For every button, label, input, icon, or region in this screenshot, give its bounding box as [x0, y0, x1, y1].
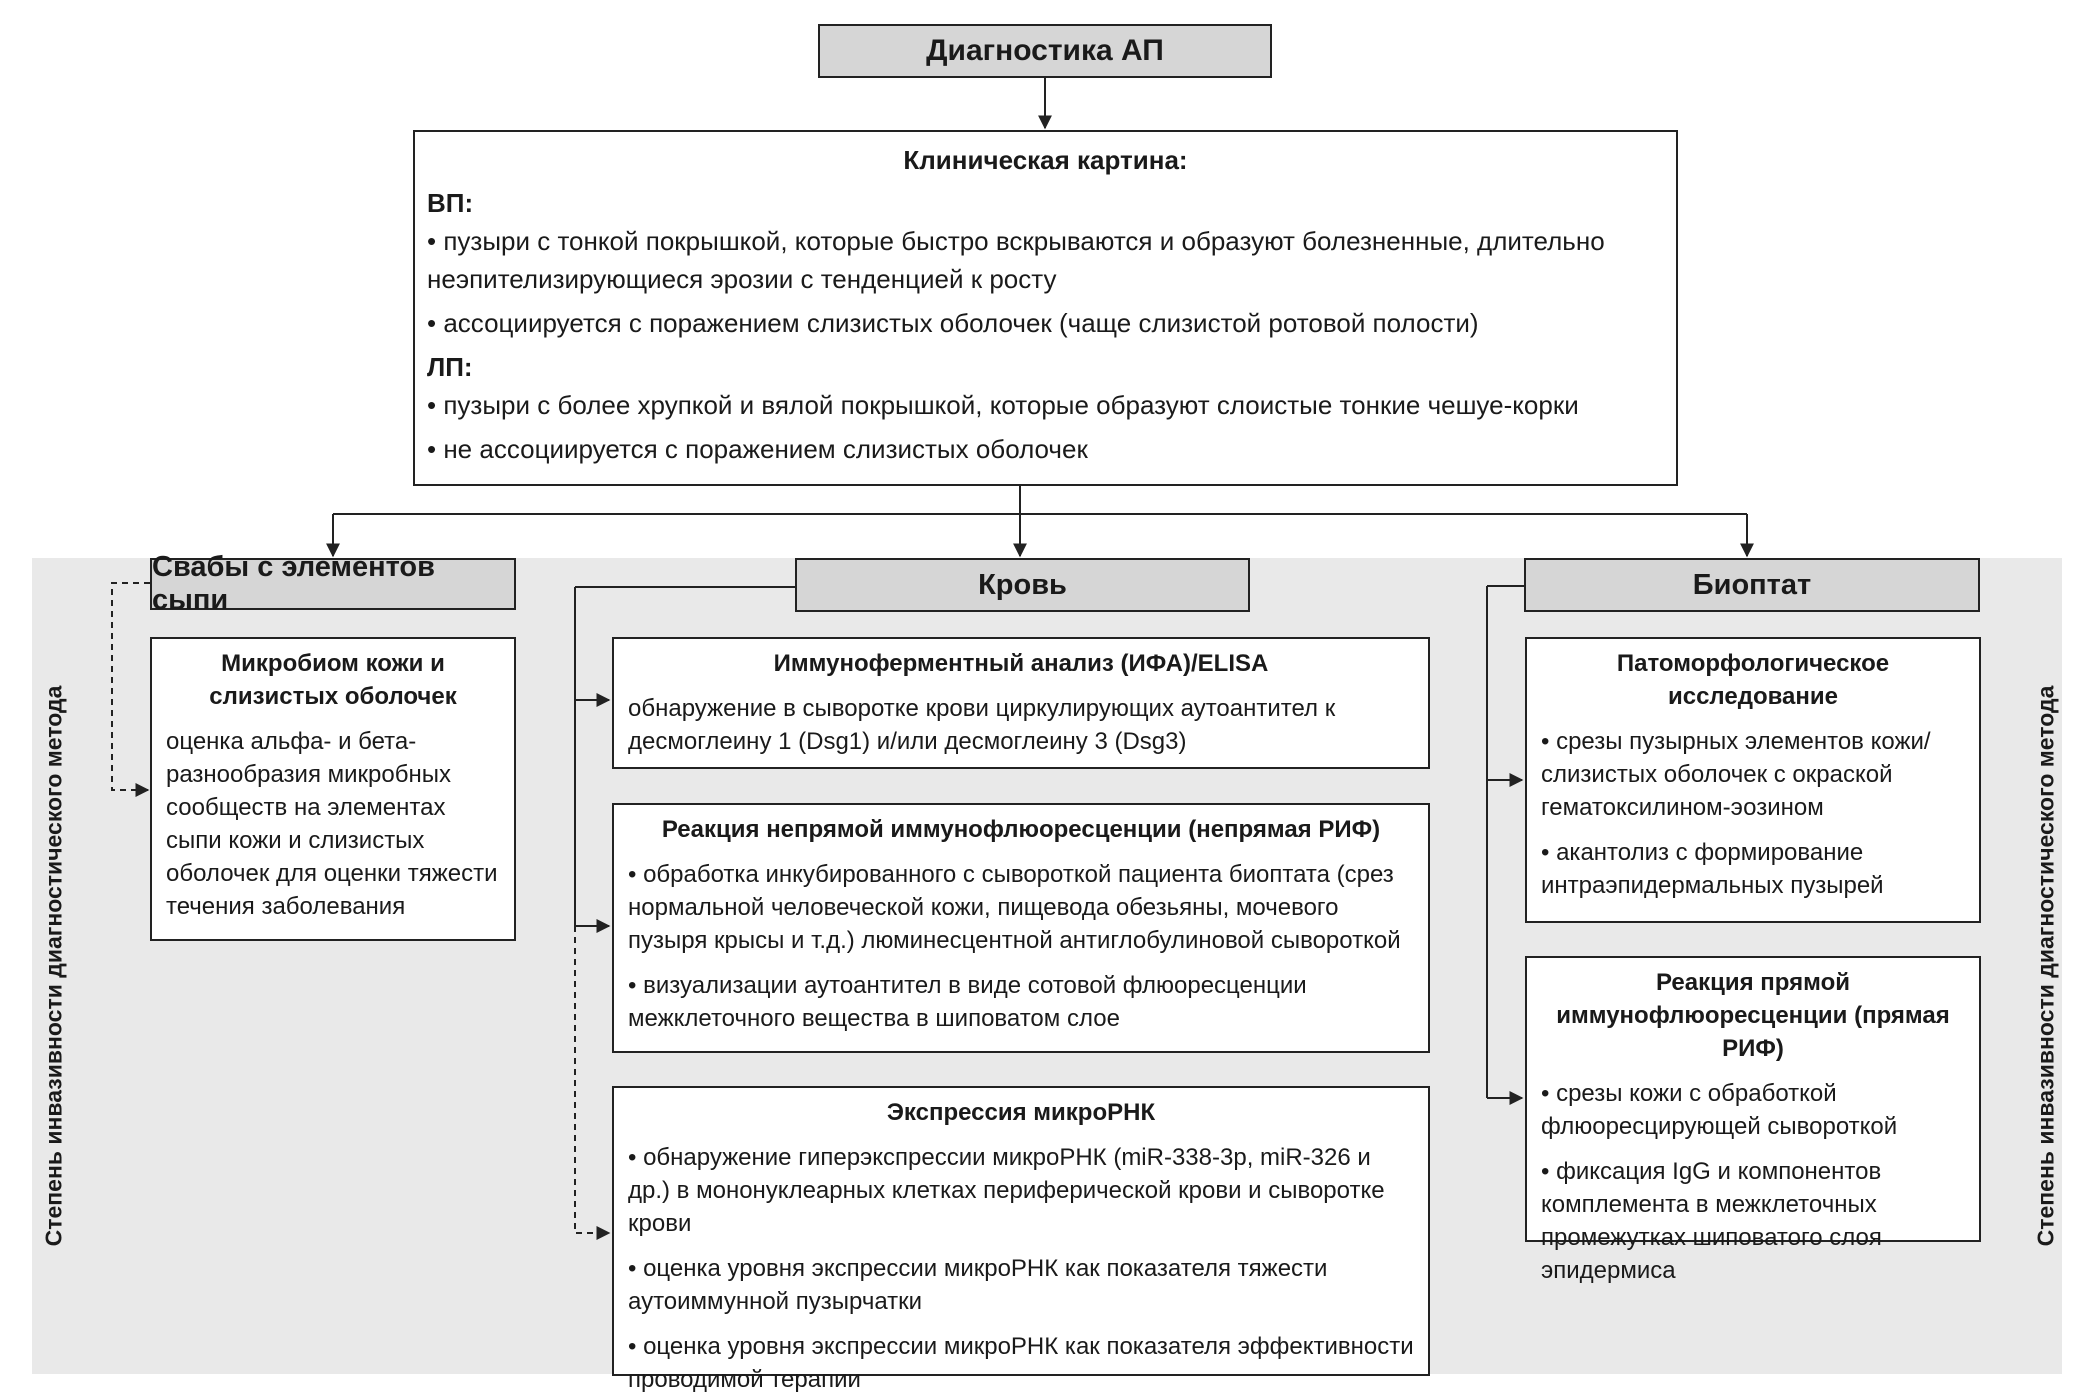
microbiome-item: оценка альфа- и бета-разнообразия микроб… — [166, 728, 498, 920]
mirna-box: Экспрессия микроРНК • обнаружение гиперэ… — [612, 1086, 1430, 1393]
vp-item: • пузыри с тонкой покрышкой, которые быс… — [427, 226, 1605, 294]
ifa-title: Иммуноферментный анализ (ИФА)/ELISA — [773, 650, 1269, 677]
pathomorphology-box: Патоморфологическое исследование • срезы… — [1525, 637, 1981, 923]
arrow-swabs-to-microbiome — [111, 582, 150, 797]
diagnosis-title-box: Диагностика АП — [818, 24, 1272, 78]
microbiome-title: Микробиом кожи и слизистых оболочек — [209, 650, 457, 710]
microbiome-box: Микробиом кожи и слизистых оболочек оцен… — [150, 637, 516, 941]
diagnosis-title: Диагностика АП — [926, 34, 1164, 67]
invasiveness-label-right: Степень инвазивности диагностического ме… — [2032, 685, 2059, 1247]
clinical-picture-box: Клиническая картина: ВП: • пузыри с тонк… — [413, 130, 1678, 486]
mirna-title: Экспрессия микроРНК — [886, 1099, 1156, 1126]
pathomorphology-item: • акантолиз с формирование интраэпидерма… — [1541, 839, 1884, 899]
direct-rif-item: • срезы кожи с обработкой флюоресцирующе… — [1541, 1080, 1898, 1140]
pathomorphology-title: Патоморфологическое исследование — [1616, 650, 1890, 710]
mirna-item: • оценка уровня экспрессии микроРНК как … — [628, 1333, 1414, 1393]
biopsy-header: Биоптат — [1524, 558, 1980, 612]
ifa-item: обнаружение в сыворотке крови циркулирую… — [628, 695, 1336, 755]
biopsy-header-label: Биоптат — [1692, 568, 1812, 601]
indirect-rif-title: Реакция непрямой иммунофлюоресценции (не… — [661, 816, 1381, 843]
pathomorphology-item: • срезы пузырных элементов кожи/слизисты… — [1541, 728, 1931, 821]
swabs-header-label: Свабы с элементов сыпи — [152, 551, 435, 616]
direct-rif-box: Реакция прямой иммунофлюоресценции (прям… — [1525, 956, 1981, 1284]
lp-item: • пузыри с более хрупкой и вялой покрышк… — [427, 390, 1579, 420]
ifa-box: Иммуноферментный анализ (ИФА)/ELISA обна… — [612, 637, 1430, 769]
blood-header-label: Кровь — [978, 568, 1067, 601]
direct-rif-title: Реакция прямой иммунофлюоресценции (прям… — [1556, 969, 1950, 1062]
lp-item: • не ассоциируется с поражением слизисты… — [427, 434, 1088, 464]
direct-rif-item: • фиксация IgG и компонентов комплемента… — [1541, 1158, 1882, 1284]
blood-header: Кровь — [795, 558, 1250, 612]
arrow-to-mirna — [574, 926, 611, 1240]
invasiveness-label-left: Степень инвазивности диагностического ме… — [40, 685, 67, 1247]
mirna-item: • обнаружение гиперэкспрессии микроРНК (… — [628, 1144, 1385, 1237]
indirect-rif-item: • визуализации аутоантител в виде сотово… — [628, 972, 1307, 1032]
vp-label: ВП: — [427, 188, 474, 218]
vp-item: • ассоциируется с поражением слизистых о… — [427, 308, 1479, 338]
indirect-rif-box: Реакция непрямой иммунофлюоресценции (не… — [612, 803, 1430, 1053]
mirna-item: • оценка уровня экспрессии микроРНК как … — [628, 1255, 1328, 1315]
clinical-title: Клиническая картина: — [903, 145, 1188, 175]
lp-label: ЛП: — [427, 352, 473, 382]
indirect-rif-item: • обработка инкубированного с сывороткой… — [628, 861, 1401, 954]
swabs-header: Свабы с элементов сыпи — [150, 551, 516, 616]
